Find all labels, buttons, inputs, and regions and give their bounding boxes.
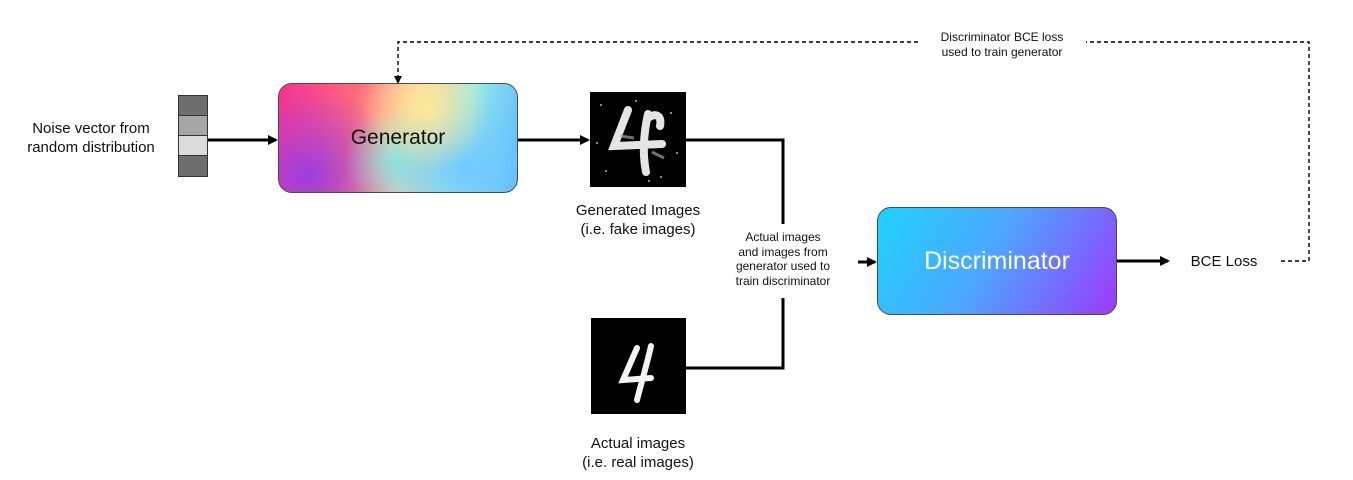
train-discriminator-note: Actual images and images from generator … xyxy=(708,228,858,290)
feedback-loop-dashed-arrow xyxy=(394,41,918,84)
real-image-to-merge-line xyxy=(686,298,785,370)
bce-loss-label: BCE Loss xyxy=(1190,253,1258,270)
generator-label: Generator xyxy=(350,126,446,149)
noise-vector-cell xyxy=(179,136,207,156)
noise-vector-cell xyxy=(179,116,207,136)
generated-images-label-line2: (i.e. fake images) xyxy=(580,221,696,238)
noise-vector-block xyxy=(178,95,208,177)
feedback-note-line2: used to train generator xyxy=(941,44,1063,59)
actual-images-label-line2: (i.e. real images) xyxy=(582,454,694,471)
train-note-line2: and images from xyxy=(738,244,828,259)
discriminator-label: Discriminator xyxy=(924,246,1070,275)
train-note-line1: Actual images xyxy=(745,230,821,244)
fake-digit-image xyxy=(590,92,686,187)
generator-block: Generator xyxy=(278,83,518,193)
discriminator-block: Discriminator xyxy=(877,207,1117,315)
feedback-note: Discriminator BCE loss used to train gen… xyxy=(922,30,1082,59)
noise-vector-label: Noise vector from random distribution xyxy=(14,119,168,157)
feedback-note-line1: Discriminator BCE loss xyxy=(940,30,1064,44)
generated-images-label: Generated Images (i.e. fake images) xyxy=(548,201,728,239)
train-note-line4: train discriminator xyxy=(735,273,831,288)
noise-vector-label-line1: Noise vector from xyxy=(32,120,150,137)
feedback-loop-dashed-line xyxy=(1086,41,1310,262)
fake-image-to-merge-line xyxy=(686,138,785,224)
train-note-line3: generator used to xyxy=(735,259,831,273)
actual-images-label-line1: Actual images xyxy=(590,435,686,452)
noise-vector-cell xyxy=(179,96,207,116)
real-digit-image xyxy=(591,318,686,414)
noise-vector-label-line2: random distribution xyxy=(27,139,155,156)
noise-vector-cell xyxy=(179,156,207,176)
generated-images-label-line1: Generated Images xyxy=(575,202,701,219)
actual-images-label: Actual images (i.e. real images) xyxy=(548,434,728,472)
